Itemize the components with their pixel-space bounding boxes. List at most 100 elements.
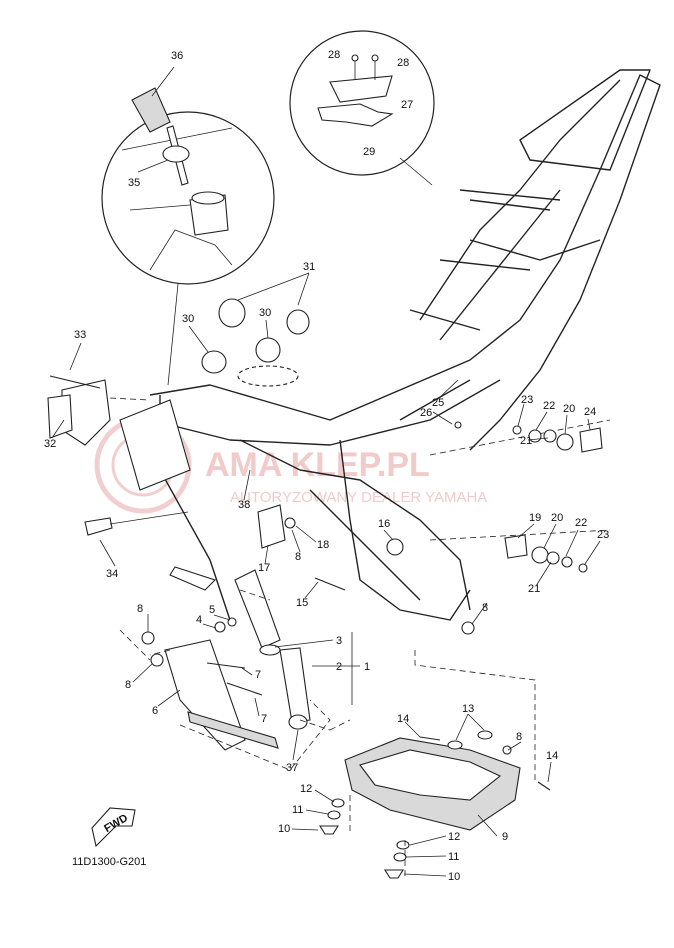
collar-21b-icon bbox=[546, 551, 560, 565]
callout-labels: 1 2 3 4 5 6 7 7 8 8 8 8 8 9 10 10 11 11 … bbox=[44, 49, 609, 883]
collar-21a-icon bbox=[543, 429, 557, 443]
spring-30a-icon bbox=[201, 350, 227, 374]
watermark: AMA KLEP.PL AUTORYZOWANY DEALER YAMAHA bbox=[94, 416, 487, 514]
bolt-14b-icon bbox=[537, 781, 551, 791]
callout-27: 27 bbox=[401, 99, 413, 111]
callout-7a: 7 bbox=[255, 669, 261, 681]
watermark-sub: AUTORYZOWANY DEALER YAMAHA bbox=[230, 489, 487, 506]
bolt-7b-icon bbox=[226, 682, 263, 696]
grommet-13b-icon bbox=[477, 730, 493, 740]
callout-38: 38 bbox=[238, 499, 250, 511]
callout-22b: 22 bbox=[575, 517, 587, 529]
clip-31a-icon bbox=[218, 298, 246, 328]
springs-and-clips bbox=[201, 298, 310, 387]
callout-11a: 11 bbox=[292, 804, 303, 816]
o-ring-icon bbox=[162, 145, 190, 163]
callout-30b: 30 bbox=[259, 307, 271, 319]
callout-9: 9 bbox=[502, 831, 508, 843]
nut-8a-icon bbox=[141, 631, 155, 645]
callout-21a: 21 bbox=[520, 435, 532, 447]
callout-10b: 10 bbox=[448, 871, 460, 883]
watermark-main: AMA KLEP.PL bbox=[205, 446, 430, 484]
callout-10a: 10 bbox=[278, 823, 290, 835]
callout-1: 1 bbox=[364, 661, 370, 673]
bracket-27-icon bbox=[329, 75, 393, 103]
clip-31b-icon bbox=[286, 309, 310, 335]
callout-30a: 30 bbox=[182, 313, 194, 325]
lower-parts bbox=[84, 504, 475, 771]
callout-12b: 12 bbox=[448, 831, 460, 843]
callout-8c: 8 bbox=[295, 551, 301, 563]
callout-32: 32 bbox=[44, 438, 56, 450]
callout-25: 25 bbox=[432, 397, 444, 409]
callout-19: 19 bbox=[529, 512, 541, 524]
callout-20b: 20 bbox=[551, 512, 563, 524]
shock-body-icon bbox=[234, 569, 281, 649]
skid-plate-assembly bbox=[299, 650, 551, 880]
grommet-11a-icon bbox=[327, 810, 341, 820]
callout-35: 35 bbox=[128, 177, 140, 189]
callout-23b: 23 bbox=[597, 529, 609, 541]
washer-22b-icon bbox=[561, 556, 573, 568]
callout-37: 37 bbox=[286, 762, 298, 774]
nut-4-icon bbox=[214, 621, 226, 633]
damper-24-icon bbox=[579, 427, 603, 453]
clip-37-icon bbox=[288, 714, 308, 730]
callout-8d: 8 bbox=[516, 731, 522, 743]
callout-8b: 8 bbox=[125, 679, 131, 691]
collar-20b-icon bbox=[531, 546, 549, 564]
callout-8e: 8 bbox=[482, 602, 488, 614]
collar-12a-icon bbox=[331, 798, 345, 808]
callout-14a: 14 bbox=[397, 713, 409, 725]
callout-29: 29 bbox=[363, 146, 375, 158]
collar-12b-icon bbox=[396, 840, 410, 850]
nut-8e-icon bbox=[461, 621, 475, 635]
washer-5-icon bbox=[227, 617, 237, 627]
callout-16: 16 bbox=[378, 518, 390, 530]
bolt-23a-icon bbox=[512, 425, 522, 435]
callout-17: 17 bbox=[258, 562, 270, 574]
callout-12a: 12 bbox=[300, 783, 312, 795]
callout-4: 4 bbox=[196, 614, 202, 626]
callout-7b: 7 bbox=[261, 713, 267, 725]
filler-cap-icon bbox=[131, 87, 171, 133]
grommet-13a-icon bbox=[447, 740, 463, 750]
bolt-26-icon bbox=[454, 421, 462, 429]
callout-33: 33 bbox=[74, 329, 86, 341]
grommet-16-icon bbox=[386, 538, 404, 556]
main-frame bbox=[119, 69, 661, 621]
bolt-14a-icon bbox=[419, 736, 441, 741]
bolt-15-icon bbox=[314, 577, 346, 591]
callout-14b: 14 bbox=[546, 750, 558, 762]
collar-20a-icon bbox=[556, 433, 574, 451]
callout-11b: 11 bbox=[448, 851, 459, 863]
spring-30b-icon bbox=[255, 337, 281, 363]
detail-circle-filler-cap bbox=[101, 66, 275, 386]
callout-36: 36 bbox=[171, 50, 183, 62]
callout-20a: 20 bbox=[563, 403, 575, 415]
damper-19-icon bbox=[504, 534, 528, 559]
callout-6: 6 bbox=[152, 705, 158, 717]
bolt-7a-icon bbox=[206, 662, 246, 669]
callout-18: 18 bbox=[317, 539, 329, 551]
callout-34: 34 bbox=[106, 568, 118, 580]
callout-2: 2 bbox=[336, 661, 342, 673]
callout-13: 13 bbox=[462, 703, 474, 715]
plate-17-icon bbox=[257, 504, 286, 549]
callout-31: 31 bbox=[303, 261, 315, 273]
callout-8a: 8 bbox=[137, 603, 143, 615]
callout-28a: 28 bbox=[328, 49, 340, 61]
callout-24: 24 bbox=[584, 406, 596, 418]
washer-3-icon bbox=[259, 644, 281, 656]
callout-22a: 22 bbox=[543, 400, 555, 412]
callout-28b: 28 bbox=[397, 57, 409, 69]
fwd-arrow: FWD bbox=[91, 807, 136, 848]
steering-head-icon bbox=[119, 399, 191, 491]
bolt-10b-icon bbox=[384, 869, 404, 879]
callout-26: 26 bbox=[420, 407, 432, 419]
nut-8b-icon bbox=[150, 653, 164, 667]
bolt-10a-icon bbox=[319, 825, 339, 835]
bolt-23b-icon bbox=[578, 563, 588, 573]
nut-8d-icon bbox=[502, 745, 512, 755]
